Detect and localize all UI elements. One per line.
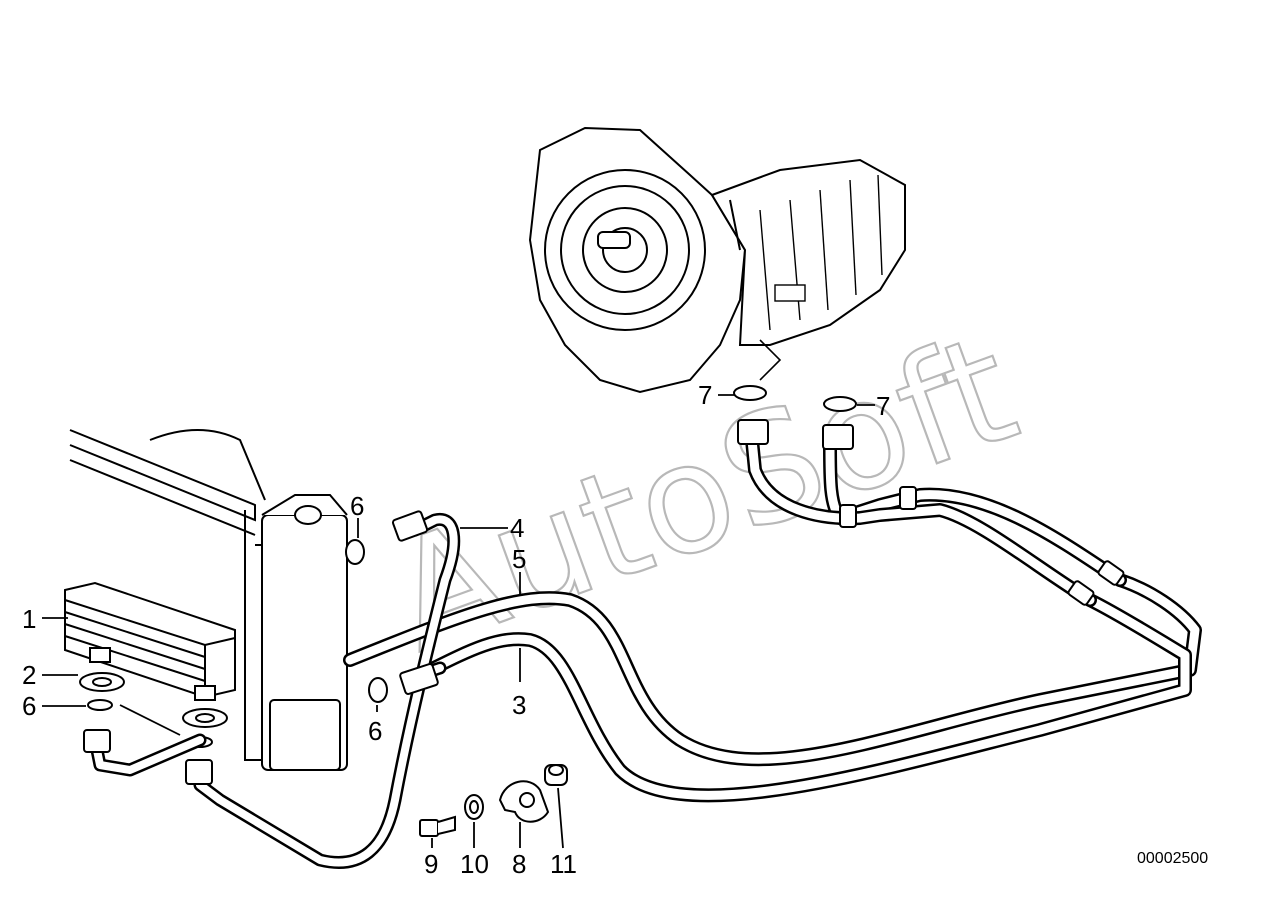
callout-3: 3 xyxy=(512,690,526,720)
callout-6-cooler: 6 xyxy=(22,691,36,721)
callout-4: 4 xyxy=(510,513,524,543)
callout-8: 8 xyxy=(512,849,526,879)
fittings xyxy=(83,419,1125,785)
callout-5: 5 xyxy=(512,544,526,574)
callout-6-upper: 6 xyxy=(350,491,364,521)
seal-rings xyxy=(79,385,857,748)
transmission-illustration xyxy=(528,126,906,394)
callout-labels: 1 2 6 6 4 5 3 6 7 7 9 10 8 11 xyxy=(22,380,890,879)
small-parts xyxy=(419,764,568,837)
callout-6-lower: 6 xyxy=(368,716,382,746)
callout-9: 9 xyxy=(424,849,438,879)
leader-lines xyxy=(42,394,875,849)
oil-lines xyxy=(88,433,1202,869)
callout-7-right: 7 xyxy=(876,391,890,421)
callout-11: 11 xyxy=(550,849,577,879)
callout-1: 1 xyxy=(22,604,36,634)
diagram-code: 00002500 xyxy=(1137,850,1208,867)
callout-10: 10 xyxy=(460,849,489,879)
oil-cooler xyxy=(64,581,236,701)
callout-2: 2 xyxy=(22,660,36,690)
callout-7-left: 7 xyxy=(698,380,712,410)
